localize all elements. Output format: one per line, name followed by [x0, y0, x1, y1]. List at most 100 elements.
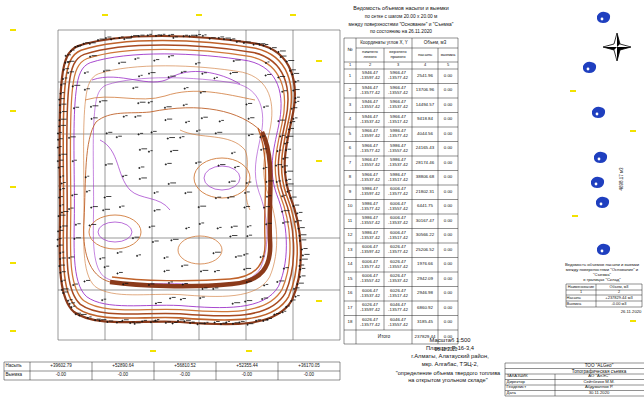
spot-height — [168, 34, 174, 36]
table-cell: 6006.47 -13537.42 — [356, 287, 384, 302]
spot-height — [295, 81, 300, 83]
spot-height — [302, 254, 310, 256]
spot-height — [230, 73, 238, 75]
spot-height — [218, 37, 224, 39]
contour-line — [92, 71, 240, 84]
spot-height — [182, 284, 188, 286]
column-number: 2 — [356, 62, 384, 69]
table-title: между поверхностями "Основание" и "Съемк… — [326, 21, 476, 29]
spot-height — [57, 139, 63, 141]
spot-height — [99, 320, 107, 322]
spot-height — [200, 270, 208, 272]
spot-height — [117, 252, 123, 254]
spot-height — [67, 61, 74, 63]
spot-height — [293, 288, 299, 290]
spot-height — [165, 163, 172, 165]
table-cell: 5966.47 -13557.42 — [356, 156, 384, 171]
spot-height — [168, 183, 176, 185]
table-rule — [344, 69, 458, 70]
spot-height — [68, 137, 76, 139]
spot-height — [183, 35, 188, 37]
table-rule — [356, 38, 357, 344]
water-blob — [597, 12, 610, 23]
table-rule — [340, 362, 341, 380]
spot-height — [280, 56, 287, 58]
grid-line — [58, 82, 340, 83]
spot-height — [148, 151, 153, 153]
spot-height — [282, 311, 287, 313]
strip-value: +36170.05 — [278, 362, 340, 371]
purpose-note: "определение объема твердого топлива на … — [392, 368, 504, 385]
table-rule — [596, 284, 597, 307]
table-cell: 4 — [344, 113, 356, 128]
yellow-mark — [316, 300, 322, 302]
column-number: 3 — [384, 62, 412, 69]
table-cell: 0.00 — [438, 171, 458, 186]
table-cell: 0.00 — [438, 243, 458, 258]
table-rule — [505, 363, 644, 364]
grid-line — [199, 30, 200, 340]
spot-height — [116, 322, 122, 324]
table-cell: 5966.47 -13537.42 — [356, 171, 384, 186]
table-header: Объем, м3 — [412, 38, 458, 48]
spot-height — [138, 133, 144, 135]
spot-height — [265, 181, 273, 183]
table-cell: 13706.96 — [412, 84, 438, 99]
spot-height — [89, 43, 96, 45]
spot-height — [201, 73, 207, 75]
table-cell: 6006.47 -13557.42 — [384, 200, 412, 215]
table-cell: 6006.47 -13557.42 — [356, 272, 384, 287]
table-cell: 0.00 — [438, 200, 458, 215]
stockpile — [60, 36, 301, 324]
spot-height — [277, 76, 285, 78]
depression — [178, 236, 222, 264]
table-rule — [344, 62, 458, 63]
water-blob-spot — [596, 113, 599, 116]
table-cell: 7 — [344, 156, 356, 171]
spot-height — [246, 281, 252, 283]
spot-height — [83, 43, 90, 45]
spot-height — [234, 166, 239, 168]
spot-height — [265, 74, 272, 76]
grid-line — [58, 238, 340, 239]
table-cell: 2942.09 — [412, 272, 438, 287]
spot-height — [243, 206, 250, 208]
spot-height — [139, 149, 147, 151]
spot-height — [295, 296, 300, 298]
table-rule — [566, 307, 642, 308]
work-type: Топографическая съемка — [556, 369, 642, 375]
table-cell: 6026.47 -13557.42 — [384, 258, 412, 273]
table-cell: 11 — [344, 214, 356, 229]
table-cell: 6860.92 — [412, 301, 438, 316]
table-cell: 6046.47 -13577.42 — [384, 301, 412, 316]
spot-height — [243, 42, 251, 44]
contour-line — [180, 130, 250, 210]
table-rule — [344, 112, 458, 113]
table-cell: 5986.47 -13577.42 — [384, 127, 412, 142]
water-blob-spot — [595, 183, 598, 186]
spot-height — [281, 91, 287, 93]
spot-height — [228, 181, 235, 183]
spot-height — [78, 314, 86, 316]
spot-height — [263, 207, 270, 209]
spot-height — [277, 120, 285, 122]
yellow-mark — [10, 110, 16, 112]
spot-height — [213, 252, 221, 254]
table-rule — [344, 38, 345, 344]
spot-height — [59, 104, 67, 106]
table-header: выемка — [438, 48, 458, 62]
spot-height — [246, 235, 252, 237]
spot-height — [290, 197, 297, 199]
spot-height — [172, 37, 178, 39]
location-note: г.Алматы, Алатауский район, — [396, 352, 504, 360]
spot-height — [290, 122, 296, 124]
spot-height — [60, 84, 65, 86]
spot-height — [184, 88, 189, 90]
yellow-mark — [570, 90, 576, 92]
table-rule — [505, 379, 644, 380]
spot-height — [154, 210, 161, 212]
spot-height — [72, 85, 81, 87]
spot-height — [87, 317, 92, 319]
spot-height — [104, 197, 112, 199]
table-cell: 28174.46 — [412, 156, 438, 171]
